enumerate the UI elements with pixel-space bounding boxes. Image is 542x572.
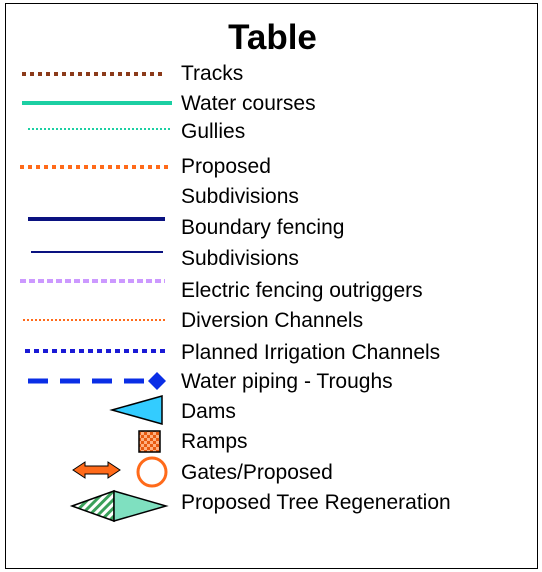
legend-label-water-piping: Water piping - Troughs: [181, 370, 393, 393]
tree-regeneration-right-icon: [113, 490, 169, 522]
legend-box: Table: [5, 3, 538, 569]
legend-label-tree-regeneration: Proposed Tree Regeneration: [181, 491, 451, 514]
gate-proposed-circle-icon: [136, 456, 168, 488]
tree-regeneration-left-icon: [69, 489, 115, 523]
legend-label-gullies: Gullies: [181, 120, 246, 143]
legend-label-subdivisions: Subdivisions: [181, 247, 299, 270]
legend-label-subdivisions-proposed: Subdivisions: [181, 185, 299, 208]
legend-title: Table: [228, 18, 317, 57]
legend-label-dams: Dams: [181, 400, 236, 423]
water-piping-diamond-icon: [148, 372, 166, 390]
ramp-square-icon: [138, 430, 161, 453]
gate-double-arrow-icon: [72, 461, 121, 479]
legend-label-irrigation-channels: Planned Irrigation Channels: [181, 341, 441, 364]
legend-label-proposed: Proposed: [181, 155, 271, 178]
legend-label-electric-fencing: Electric fencing outriggers: [181, 279, 423, 302]
legend-label-boundary-fencing: Boundary fencing: [181, 216, 345, 239]
legend-label-diversion-channels: Diversion Channels: [181, 309, 364, 332]
legend-label-gates: Gates/Proposed: [181, 461, 333, 484]
legend-label-ramps: Ramps: [181, 430, 248, 453]
legend-label-water-courses: Water courses: [181, 92, 316, 115]
legend-label-tracks: Tracks: [181, 62, 244, 85]
dam-triangle-icon: [109, 395, 163, 425]
